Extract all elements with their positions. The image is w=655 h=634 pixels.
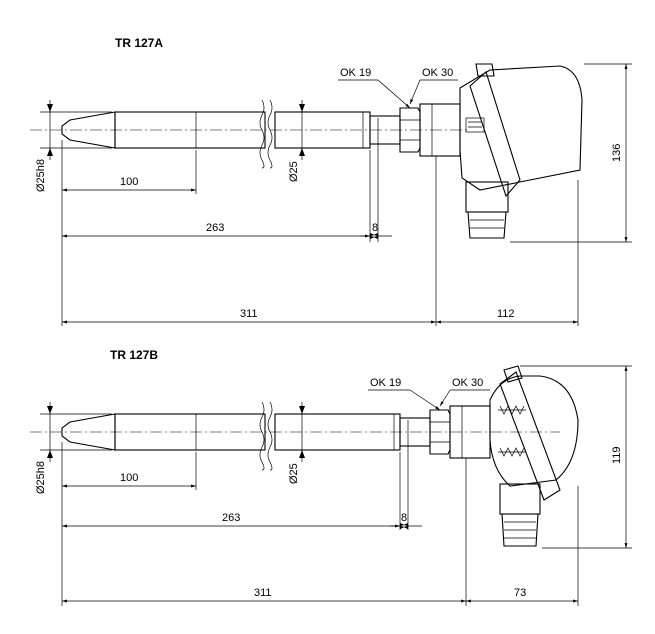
head-cover-a: [469, 71, 521, 198]
probe-tip-a: [61, 111, 116, 149]
head-cover-b: [499, 371, 561, 501]
label-ok19-a: OK 19: [340, 67, 371, 79]
label-100-b: 100: [120, 472, 138, 484]
drawing-title-b: TR 127B: [110, 348, 158, 362]
label-263-b: 263: [222, 512, 240, 524]
cable-gland-a: [465, 181, 509, 213]
label-d25h8-b: Ø25h8: [35, 461, 47, 494]
break-mark-a1: [259, 99, 265, 169]
drawing-tr127b: TR 127B OK 19 OK 30: [30, 348, 632, 606]
break-mark-a2: [267, 99, 273, 169]
label-ok19-b: OK 19: [370, 377, 401, 389]
label-8-b: 8: [401, 512, 407, 524]
probe-tube-b: [114, 413, 266, 451]
cable-gland-b: [499, 483, 541, 515]
label-ok30-a: OK 30: [422, 67, 453, 79]
terminal-springs-b: [499, 405, 525, 457]
probe-tip-b: [61, 413, 116, 451]
label-311-a: 311: [240, 308, 258, 320]
label-d25h8-a: Ø25h8: [35, 159, 47, 192]
label-311-b: 311: [254, 587, 272, 599]
label-100-a: 100: [120, 176, 138, 188]
connection-head-a: [459, 65, 583, 191]
break-mark-b2: [267, 401, 273, 471]
label-119-b: 119: [611, 446, 623, 464]
label-ok30-b: OK 30: [452, 377, 483, 389]
probe-tube-a: [114, 111, 266, 149]
connection-head-b: [489, 375, 579, 487]
label-112-a: 112: [497, 308, 515, 320]
label-d25-a: Ø25: [288, 161, 300, 182]
label-136-a: 136: [611, 144, 623, 162]
label-d25-b: Ø25: [288, 463, 300, 484]
label-73-b: 73: [514, 587, 526, 599]
drawing-tr127a: TR 127A OK 19 OK 30: [30, 36, 632, 326]
terminal-block-a: [465, 117, 485, 133]
label-8-a: 8: [372, 222, 378, 234]
label-263-a: 263: [206, 222, 224, 234]
drawing-title-a: TR 127A: [115, 36, 163, 50]
break-mark-b1: [259, 401, 265, 471]
